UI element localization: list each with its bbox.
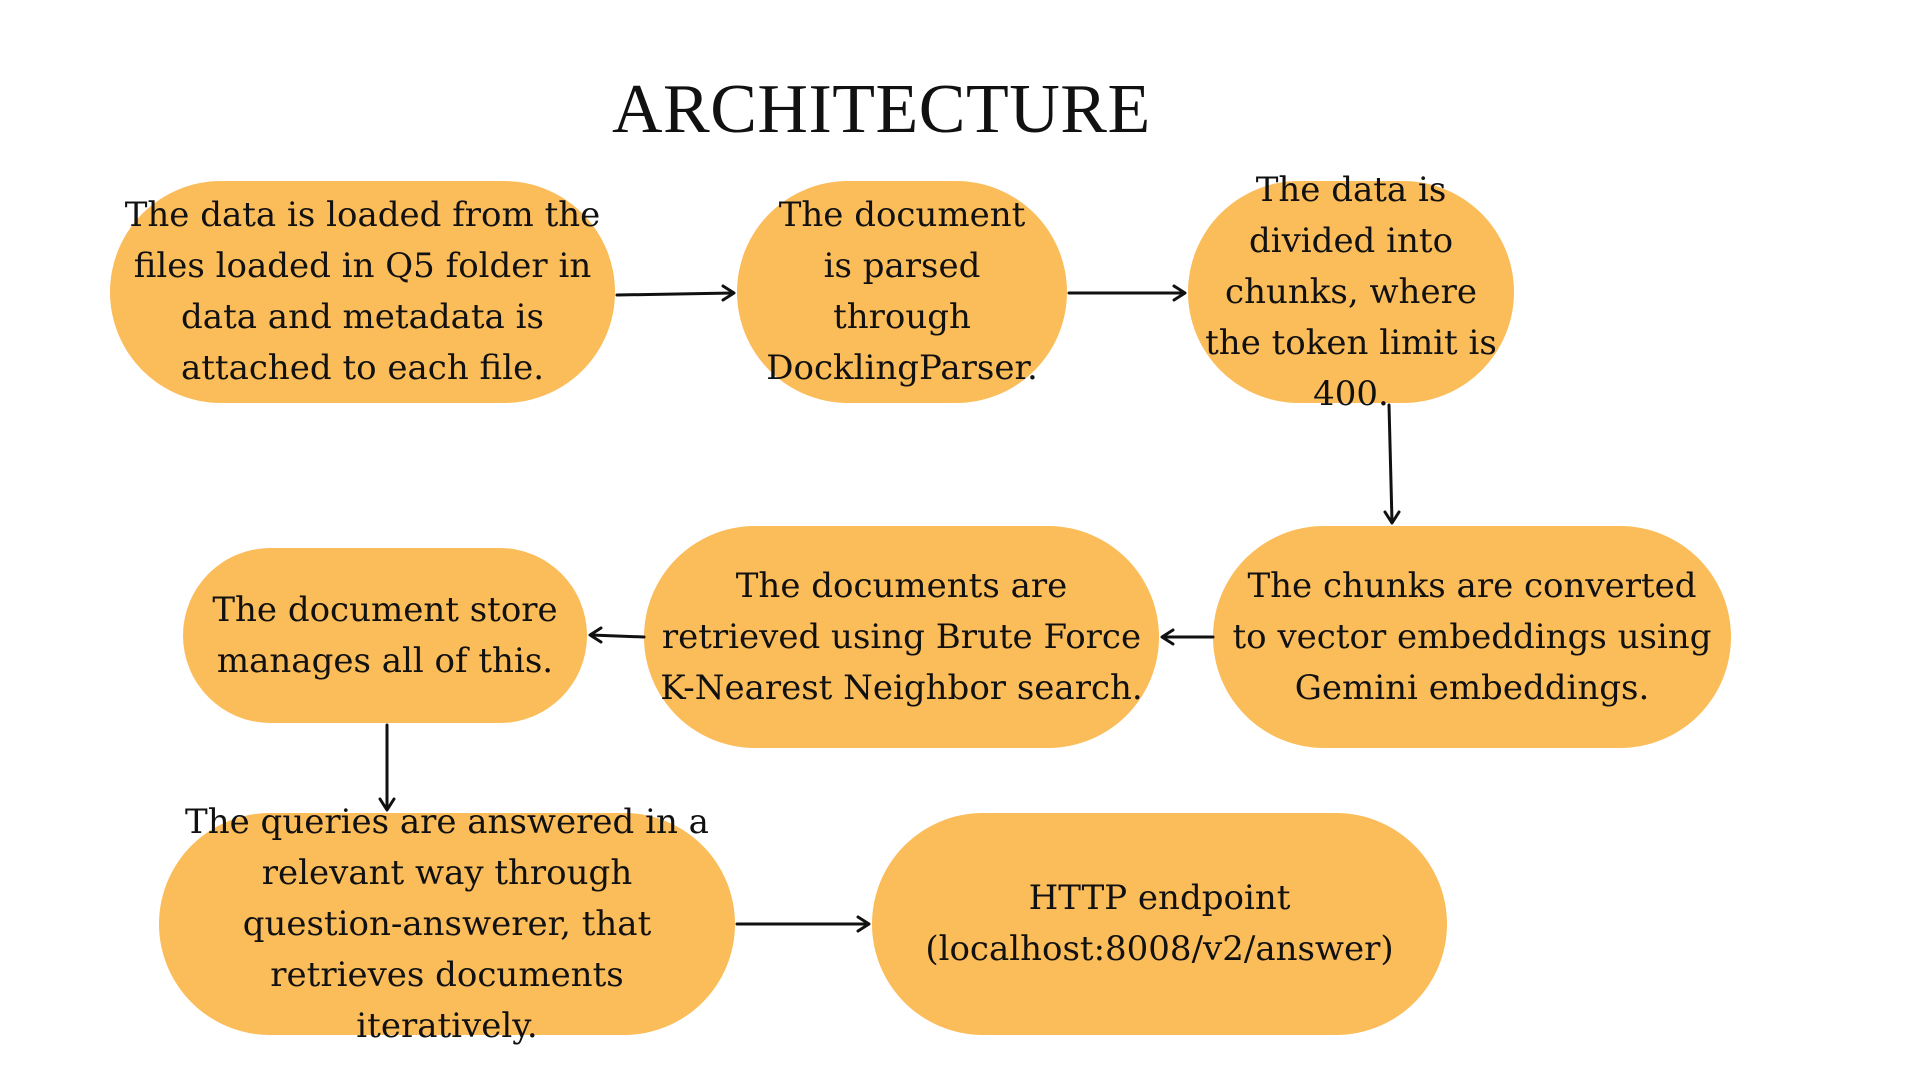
node-chunk-data: The data is divided into chunks, where t… [1188,170,1514,414]
diagram-title: ARCHITECTURE [612,71,1151,148]
node-embeddings: The chunks are converted to vector embed… [1213,526,1731,748]
arrow-parse-to-chunk [1067,284,1187,302]
node-chunk-data-label: The data is divided into chunks, where t… [1205,169,1497,414]
node-parse-document-label: The document is parsed through DocklingP… [766,195,1038,388]
node-load-data-label: The data is loaded from the files loaded… [124,195,601,388]
node-answer-queries: The queries are answered in a relevant w… [159,802,735,1046]
node-http-endpoint: HTTP endpoint (localhost:8008/v2/answer) [872,813,1447,1035]
node-embeddings-label: The chunks are converted to vector embed… [1232,565,1712,708]
node-parse-document: The document is parsed through DocklingP… [737,181,1067,403]
arrow-load-to-parse [615,284,736,302]
arrow-chunk-to-embed [1383,403,1401,525]
node-answer-queries-label: The queries are answered in a relevant w… [185,801,709,1046]
node-http-endpoint-label: HTTP endpoint (localhost:8008/v2/answer) [925,878,1394,969]
node-document-store-label: The document store manages all of this. [212,589,558,681]
node-retrieve-documents: The documents are retrieved using Brute … [644,526,1159,748]
arrow-answer-to-endpoint [735,915,871,933]
arrow-retrieve-to-store [588,626,646,644]
node-load-data: The data is loaded from the files loaded… [110,181,615,403]
node-retrieve-documents-label: The documents are retrieved using Brute … [660,565,1143,708]
node-document-store: The document store manages all of this. [183,548,587,723]
arrow-embed-to-retrieve [1160,628,1215,646]
